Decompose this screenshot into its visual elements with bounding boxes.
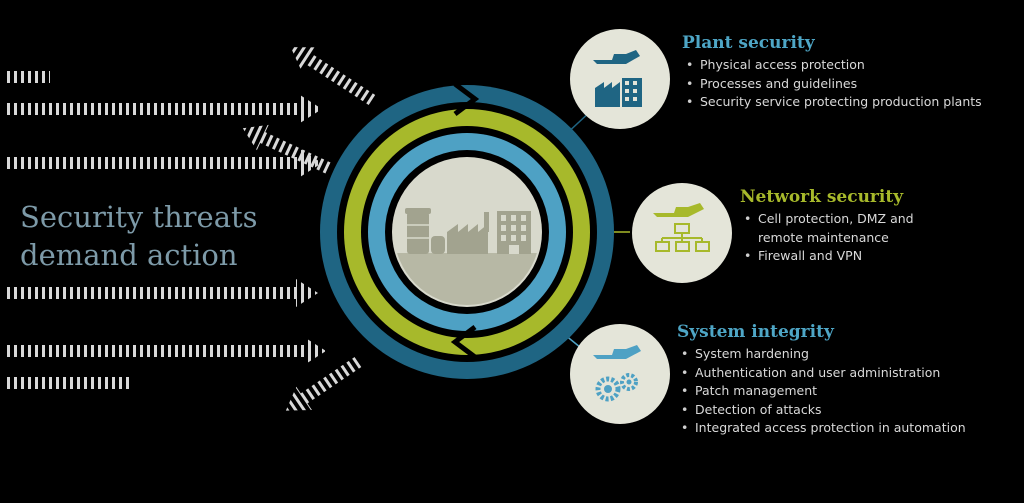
network-security-icon-group [632,183,732,283]
hand-factory-icon [593,50,642,107]
plant-security-section: Plant security Physical access protectio… [682,33,982,112]
list-item: Integrated access protection in automati… [677,419,966,438]
network-security-title: Network security [740,187,904,207]
hand-gears-icon [593,345,641,402]
system-integrity-list: System hardening Authentication and user… [677,345,966,438]
plant-security-list: Physical access protection Processes and… [682,56,982,112]
deflected-arrow-3 [285,357,362,411]
threat-arrow-1 [4,95,322,123]
list-item: remote maintenance [758,229,889,245]
hand-network-icon [653,203,710,252]
network-security-section: Network security Cell protection, DMZ an… [740,187,914,266]
list-item: Firewall and VPN [740,247,914,266]
list-item: Detection of attacks [677,401,966,420]
plant-security-icon-group [570,29,670,129]
ring-chevron-top [453,82,480,116]
threat-stub-1 [4,71,50,83]
plant-icon-circle [570,29,670,129]
headline-line-2: demand action [20,238,238,272]
system-integrity-title: System integrity [677,322,834,342]
threat-stub-2 [4,377,132,389]
deflected-arrow-1 [290,47,376,106]
list-item: Patch management [677,382,966,401]
list-item: Security service protecting production p… [682,93,982,112]
headline: Security threats demand action [20,198,258,274]
system-icon-circle [570,324,670,424]
threat-arrow-2 [4,149,322,177]
list-item: System hardening [677,345,966,364]
list-item: Physical access protection [682,56,982,75]
threat-arrow-3 [4,279,318,307]
deflected-arrow-2 [242,124,331,174]
system-integrity-section: System integrity System hardening Authen… [677,322,966,438]
network-security-list: Cell protection, DMZ and remote maintena… [740,210,914,266]
list-item: Authentication and user administration [677,364,966,383]
ring-chevron-bottom [450,325,477,359]
plant-security-title: Plant security [682,33,815,53]
threat-arrow-4 [4,337,326,365]
threat-arrows [4,47,376,411]
headline-line-1: Security threats [20,200,258,234]
system-integrity-icon-group [570,324,670,424]
list-item: Cell protection, DMZ and [740,210,914,229]
list-item: Processes and guidelines [682,75,982,94]
